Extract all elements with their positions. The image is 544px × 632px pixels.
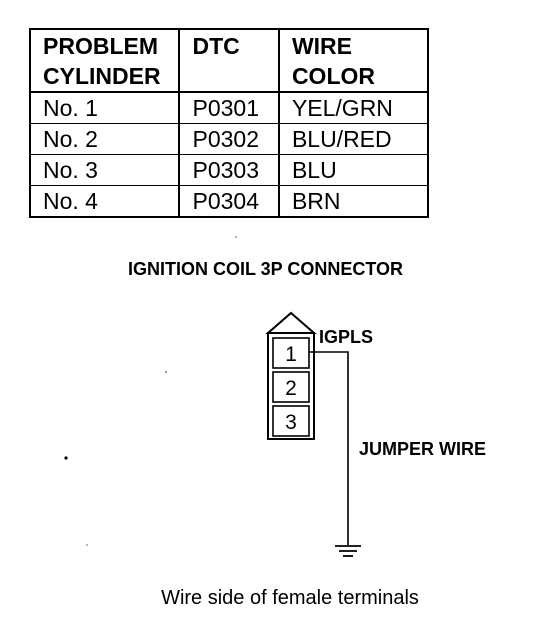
- cell-wire-color: BLU: [277, 154, 430, 186]
- jumper-wire-label: JUMPER WIRE: [359, 439, 486, 459]
- header-problem-cylinder-line1: PROBLEM: [43, 33, 158, 59]
- connector-title: IGNITION COIL 3P CONNECTOR: [128, 259, 403, 279]
- cell-cylinder: No. 4: [28, 185, 181, 218]
- header-problem-cylinder: PROBLEM CYLINDER: [28, 28, 181, 93]
- header-problem-cylinder-line2: CYLINDER: [43, 63, 161, 89]
- cell-cylinder: No. 3: [28, 154, 181, 186]
- table-row: No. 4 P0304 BRN: [28, 185, 430, 218]
- connector-lock-tab: [265, 311, 317, 334]
- terminal-number-1: 1: [285, 343, 297, 366]
- terminal-cell-2: [272, 371, 310, 403]
- dtc-table: PROBLEM CYLINDER DTC WIRE COLOR No. 1 P0…: [28, 28, 430, 218]
- connector-housing: [267, 332, 315, 440]
- diagram-caption: Wire side of female terminals: [161, 587, 419, 609]
- header-dtc-line1: DTC: [192, 33, 240, 59]
- ground-icon: [335, 545, 361, 557]
- terminal-number-3: 3: [285, 411, 297, 434]
- header-wire-color-line2: COLOR: [291, 63, 375, 89]
- jumper-wire: [309, 351, 349, 545]
- table-row: No. 2 P0302 BLU/RED: [28, 123, 430, 155]
- header-wire-color-line1: WIRE: [291, 33, 352, 59]
- table-row: No. 3 P0303 BLU: [28, 154, 430, 186]
- terminal-cell-3: [272, 405, 310, 437]
- header-dtc: DTC: [178, 28, 280, 93]
- table-header-row: PROBLEM CYLINDER DTC WIRE COLOR: [28, 28, 430, 93]
- cell-dtc: P0303: [178, 154, 280, 186]
- igpls-label: IGPLS: [319, 327, 373, 347]
- cell-dtc: P0304: [178, 185, 280, 218]
- header-wire-color: WIRE COLOR: [277, 28, 430, 93]
- terminal-number-2: 2: [285, 377, 297, 400]
- scan-specks: [64, 236, 237, 546]
- cell-wire-color: BLU/RED: [277, 123, 430, 155]
- cell-dtc: P0301: [178, 91, 280, 124]
- cell-dtc: P0302: [178, 123, 280, 155]
- terminal-cell-1: [272, 337, 310, 369]
- cell-wire-color: BRN: [277, 185, 430, 218]
